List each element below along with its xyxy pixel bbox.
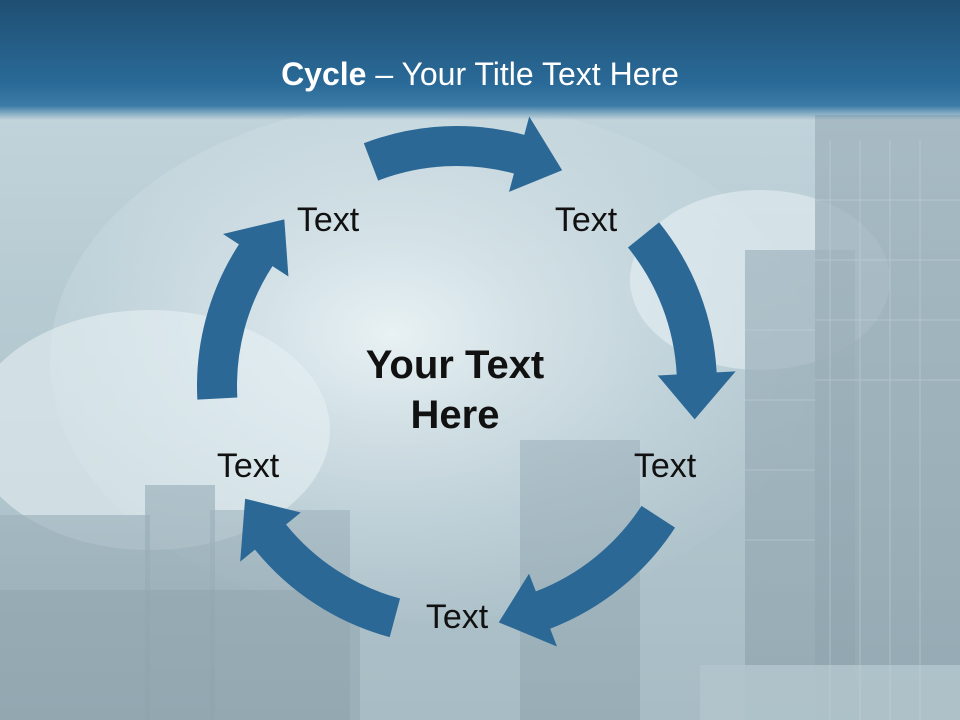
cycle-arrow <box>363 116 563 192</box>
title-rest: – Your Title Text Here <box>366 56 679 92</box>
node-label-bottom: Text <box>425 598 489 636</box>
node-label-top-left: Text <box>296 201 360 239</box>
building-windows <box>745 140 960 720</box>
cycle-arrow <box>197 219 289 400</box>
node-label-left: Text <box>216 447 280 485</box>
node-label-top-right: Text <box>554 201 618 239</box>
cycle-arrow <box>498 505 676 647</box>
building <box>0 590 360 720</box>
center-text: Your Text Here <box>330 340 580 440</box>
title-bold: Cycle <box>281 56 367 92</box>
node-label-right: Text <box>633 447 697 485</box>
center-text-line2: Here <box>410 393 500 437</box>
building <box>745 250 855 720</box>
title-bar <box>0 0 960 120</box>
slide-title: Cycle – Your Title Text Here <box>0 54 960 94</box>
wave-splash <box>0 310 330 550</box>
cycle-arrow <box>240 498 401 638</box>
cycle-arrow <box>627 222 736 420</box>
center-text-line1: Your Text <box>365 343 545 387</box>
